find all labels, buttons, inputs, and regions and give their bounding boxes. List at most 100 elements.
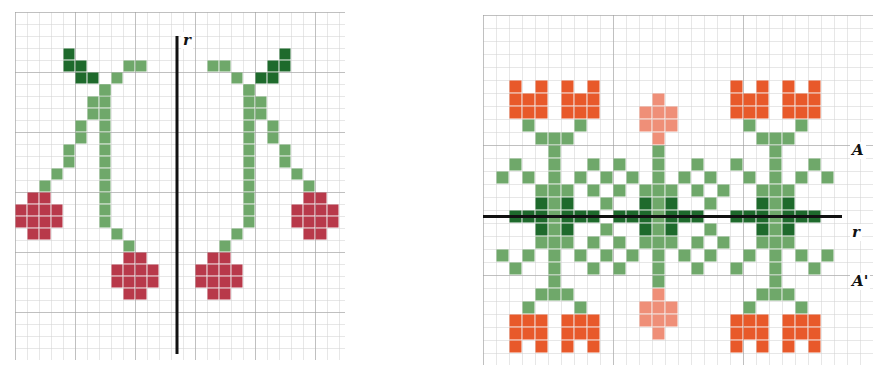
stitch — [64, 49, 75, 60]
stitch — [614, 159, 626, 171]
stitch — [510, 328, 522, 340]
stitch — [148, 265, 159, 276]
stitch — [731, 159, 743, 171]
stitch — [692, 159, 704, 171]
stitch — [731, 263, 743, 275]
stitch — [256, 109, 267, 120]
stitch — [28, 193, 39, 204]
stitch — [562, 81, 574, 93]
stitch — [640, 185, 652, 197]
stitch — [136, 289, 147, 300]
stitch — [549, 185, 561, 197]
stitch — [280, 49, 291, 60]
stitch — [510, 263, 522, 275]
stitch — [770, 224, 782, 236]
stitch — [757, 341, 769, 353]
stitch — [653, 107, 665, 119]
stitch — [575, 120, 587, 132]
stitch — [705, 250, 717, 262]
stitch — [653, 172, 665, 184]
stitch — [653, 185, 665, 197]
stitch — [100, 133, 111, 144]
stitch — [549, 250, 561, 262]
stitch — [705, 224, 717, 236]
stitch — [244, 157, 255, 168]
stitch — [280, 157, 291, 168]
stitch — [653, 302, 665, 314]
stitch — [562, 107, 574, 119]
stitch — [536, 81, 548, 93]
stitch — [653, 276, 665, 288]
stitch — [208, 61, 219, 72]
stitch — [796, 315, 808, 327]
stitch — [770, 289, 782, 301]
stitch — [588, 328, 600, 340]
stitch — [100, 205, 111, 216]
stitch — [796, 250, 808, 262]
stitch — [562, 94, 574, 106]
stitch — [666, 198, 678, 210]
stitch — [653, 120, 665, 132]
stitch — [549, 159, 561, 171]
stitch — [575, 250, 587, 262]
stitch — [304, 229, 315, 240]
stitch — [280, 61, 291, 72]
axis-label: A — [850, 142, 866, 159]
stitch — [220, 241, 231, 252]
stitch — [549, 263, 561, 275]
stitch — [536, 315, 548, 327]
stitch — [136, 253, 147, 264]
stitch — [627, 250, 639, 262]
stitch — [100, 145, 111, 156]
stitch — [100, 157, 111, 168]
stitch — [653, 159, 665, 171]
stitch — [76, 61, 87, 72]
stitch — [757, 289, 769, 301]
stitch — [244, 121, 255, 132]
stitch — [88, 109, 99, 120]
stitch — [653, 94, 665, 106]
grid-major — [15, 12, 345, 360]
stitch — [100, 181, 111, 192]
stitch — [76, 133, 87, 144]
stitch — [292, 205, 303, 216]
stitch — [575, 107, 587, 119]
stitch — [588, 237, 600, 249]
stitch — [705, 172, 717, 184]
stitch — [731, 315, 743, 327]
stitch — [549, 133, 561, 145]
stitch — [64, 145, 75, 156]
stitch — [601, 172, 613, 184]
stitch — [588, 341, 600, 353]
stitch — [744, 302, 756, 314]
stitch — [614, 237, 626, 249]
stitch — [770, 146, 782, 158]
stitch — [666, 315, 678, 327]
stitch — [124, 289, 135, 300]
stitch — [136, 277, 147, 288]
stitch — [640, 120, 652, 132]
stitch — [666, 107, 678, 119]
stitch — [770, 133, 782, 145]
stitch — [64, 61, 75, 72]
stitch — [304, 217, 315, 228]
stitch — [562, 185, 574, 197]
stitch — [244, 133, 255, 144]
stitch — [575, 94, 587, 106]
stitch — [731, 328, 743, 340]
stitch — [562, 289, 574, 301]
stitch — [244, 145, 255, 156]
stitch — [523, 94, 535, 106]
stitch — [196, 265, 207, 276]
stitch — [757, 185, 769, 197]
stitch — [100, 217, 111, 228]
stitch — [796, 328, 808, 340]
stitch — [757, 237, 769, 249]
stitch — [328, 217, 339, 228]
stitch — [783, 289, 795, 301]
stitch — [614, 185, 626, 197]
stitch — [536, 224, 548, 236]
stitch — [88, 97, 99, 108]
stitch — [523, 302, 535, 314]
stitch — [316, 193, 327, 204]
